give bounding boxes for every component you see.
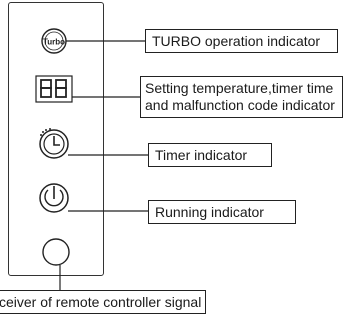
power-icon [39, 183, 69, 213]
turbo-icon-text: Turbo [43, 38, 65, 47]
connector-lines [59, 40, 148, 290]
timer-icon [39, 128, 69, 159]
indicator-panel [8, 2, 104, 276]
receiver-sensor [42, 238, 70, 266]
running-label: Running indicator [148, 200, 296, 224]
display-label-line-2: and malfunction code indicator [145, 97, 335, 113]
display-label-line-1: Setting temperature,timer time [145, 80, 334, 96]
segment-display [35, 75, 73, 103]
display-label: Setting temperature,timer time and malfu… [140, 76, 343, 118]
turbo-icon: Turbo [41, 28, 67, 54]
timer-label: Timer indicator [148, 143, 272, 167]
turbo-label: TURBO operation indicator [145, 29, 338, 53]
receiver-label: ceiver of remote controller signal [0, 290, 206, 314]
